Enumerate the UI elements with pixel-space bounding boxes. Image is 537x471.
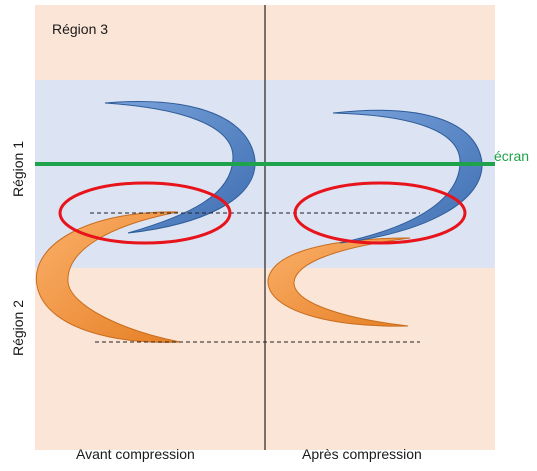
region-3-label: Région 3 (52, 21, 109, 37)
region-1-label: Région 1 (10, 140, 26, 198)
region-2-label: Région 2 (10, 299, 26, 357)
crescent-blue-icon (104, 101, 256, 234)
crescent-blue-icon (332, 109, 483, 244)
highlight-ellipse-right (293, 181, 467, 245)
before-compression-label: Avant compression (76, 446, 195, 462)
crescent-orange-icon (267, 237, 411, 327)
highlight-ellipse-left (58, 181, 232, 245)
screen-label: écran (494, 148, 530, 164)
after-compression-label: Après compression (302, 446, 422, 462)
